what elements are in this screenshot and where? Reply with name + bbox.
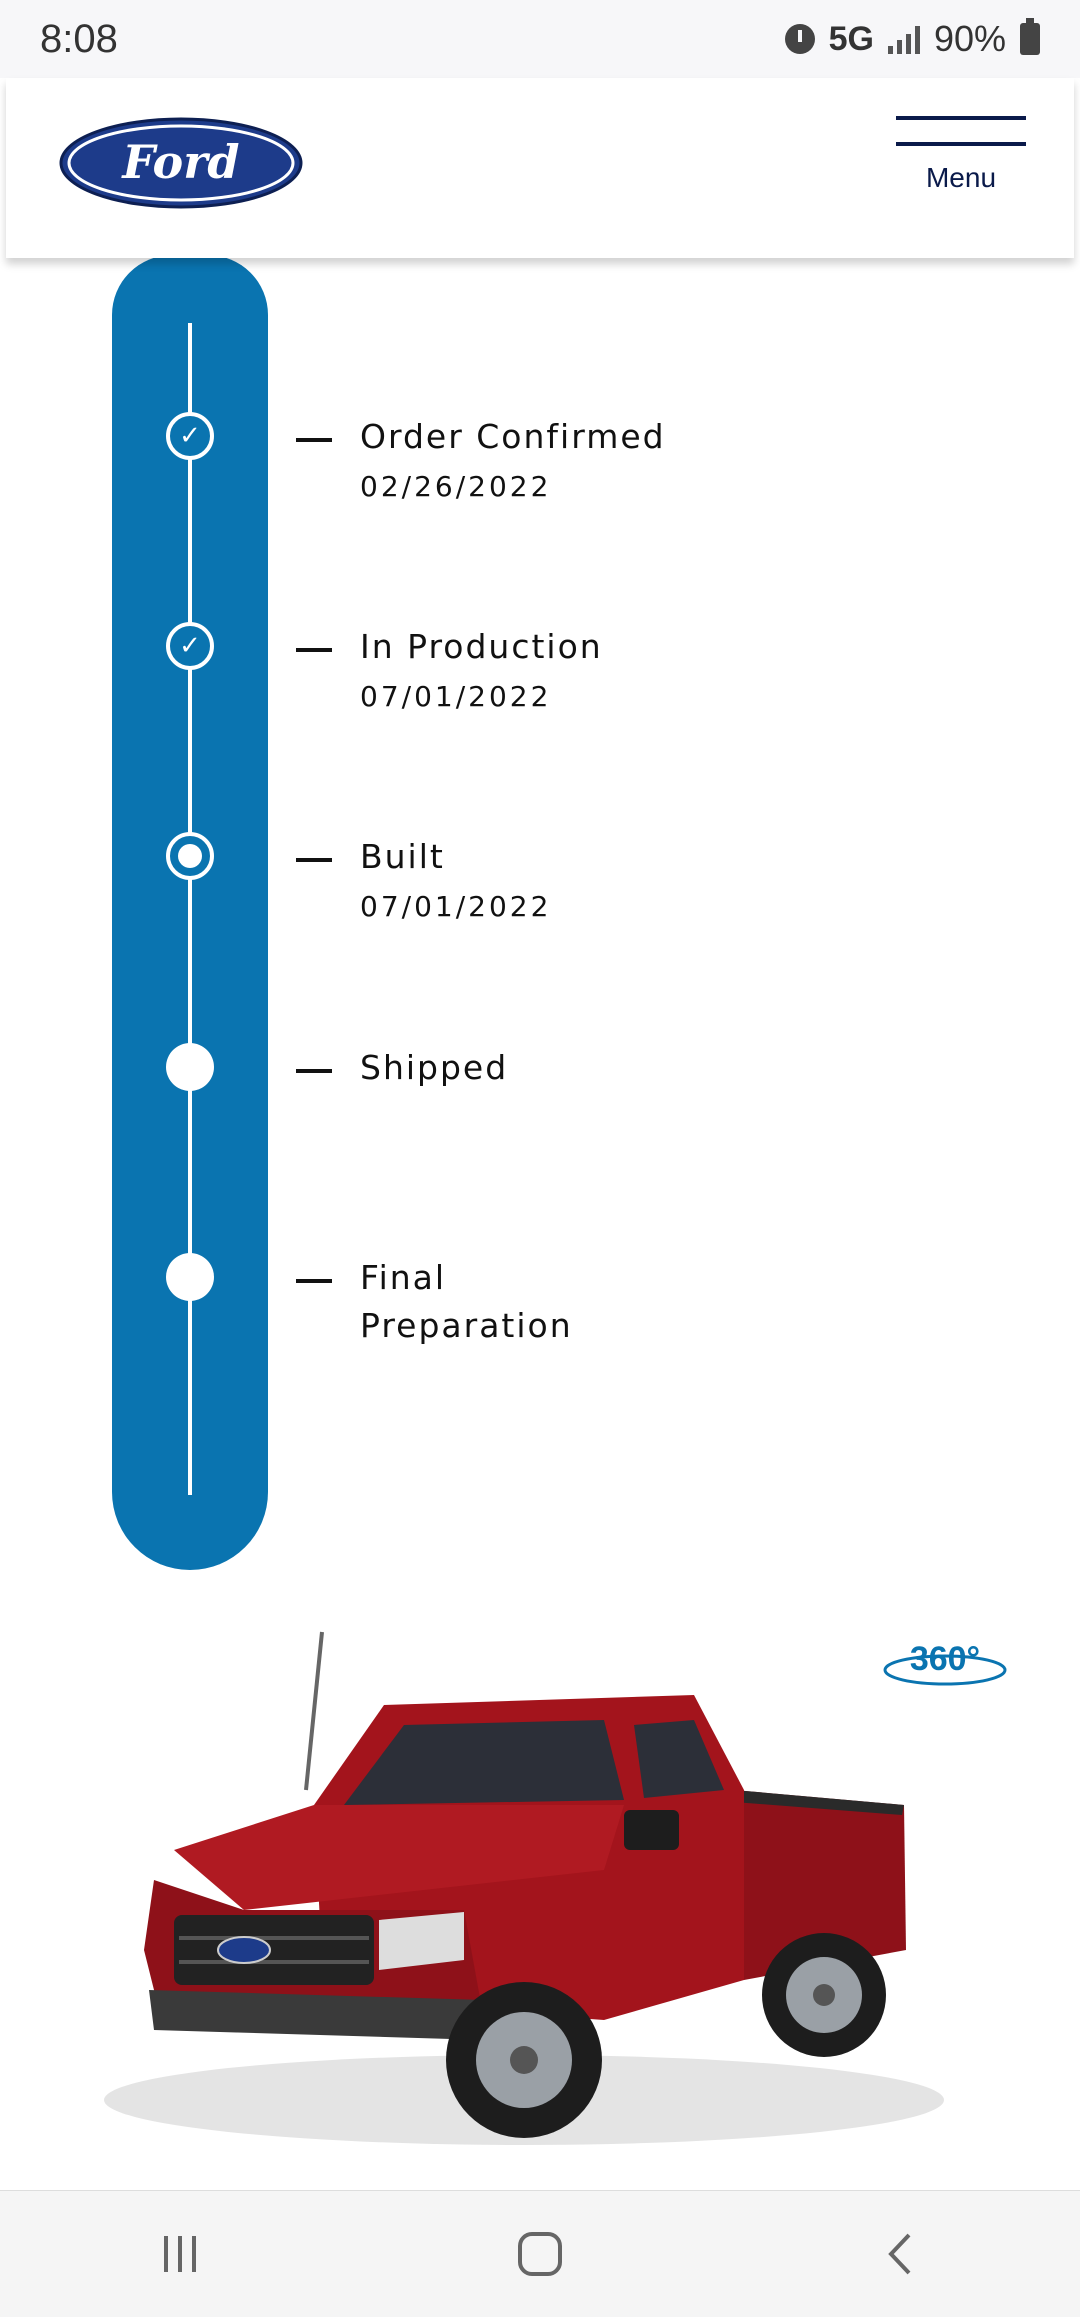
- signal-icon: [887, 24, 920, 54]
- step-date-built: 07/01/2022: [360, 890, 552, 923]
- view-360-button[interactable]: 360°: [880, 1640, 1010, 1690]
- menu-button[interactable]: Menu: [896, 116, 1026, 226]
- logo-text: Ford: [120, 135, 239, 189]
- step-label-shipped: Shipped: [360, 1048, 509, 1087]
- home-icon: [518, 2232, 562, 2276]
- network-type: 5G: [828, 19, 874, 58]
- timeline-line: [188, 323, 192, 1495]
- status-bar: 8:08 5G 90%: [0, 0, 1080, 78]
- home-button[interactable]: [500, 2214, 580, 2294]
- step-dash: [296, 438, 332, 442]
- menu-icon: [896, 116, 1026, 120]
- step-dash: [296, 1279, 332, 1283]
- recent-apps-button[interactable]: [140, 2214, 220, 2294]
- step-current-icon: [166, 832, 214, 880]
- battery-percent: 90%: [933, 18, 1006, 59]
- step-dash: [296, 1069, 332, 1073]
- battery-icon: [1020, 18, 1040, 55]
- back-icon: [888, 2233, 911, 2275]
- step-pending-icon: [166, 1043, 214, 1091]
- status-time: 8:08: [40, 16, 118, 61]
- step-dash: [296, 648, 332, 652]
- step-date-order-confirmed: 02/26/2022: [360, 470, 552, 503]
- step-dash: [296, 858, 332, 862]
- status-icons: 5G 90%: [784, 18, 1040, 60]
- step-label-final-preparation: Final Preparation: [360, 1258, 573, 1345]
- step-label-order-confirmed: Order Confirmed: [360, 417, 666, 456]
- step-complete-icon: ✓: [166, 622, 214, 670]
- system-nav-bar: [0, 2190, 1080, 2317]
- back-button[interactable]: [860, 2214, 940, 2294]
- step-date-in-production: 07/01/2022: [360, 680, 552, 713]
- step-label-built: Built: [360, 837, 445, 876]
- alarm-icon: [784, 24, 815, 54]
- view-360-label: 360°: [910, 1640, 980, 1678]
- ford-logo[interactable]: Ford: [58, 116, 304, 214]
- step-label-in-production: In Production: [360, 627, 603, 666]
- menu-label: Menu: [925, 162, 997, 193]
- step-complete-icon: ✓: [166, 412, 214, 460]
- step-pending-icon: [166, 1253, 214, 1301]
- vehicle-image[interactable]: [44, 1620, 1034, 2190]
- site-header: Ford Menu: [6, 78, 1074, 258]
- recent-apps-icon: [164, 2236, 196, 2272]
